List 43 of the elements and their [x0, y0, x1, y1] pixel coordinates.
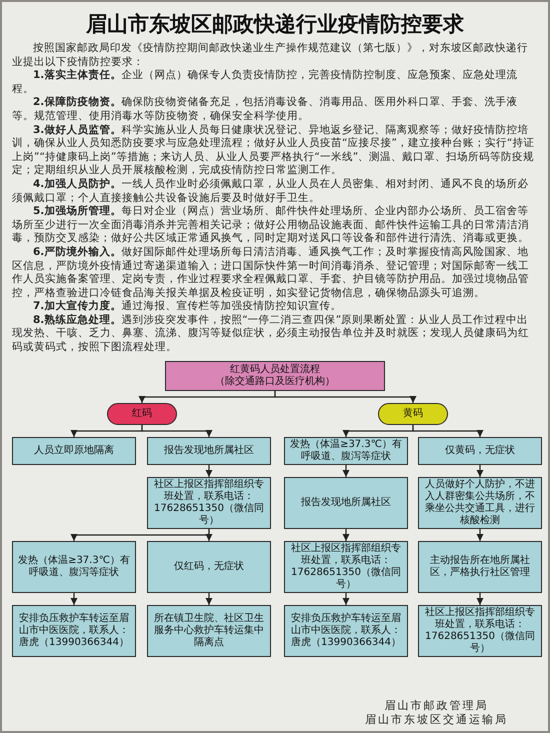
paragraph: 4.加强人员防护。一线人员作业时必须佩戴口罩，从业人员在人员密集、相对封闭、通风不良的场所必须佩戴口罩；个人直接接触公共设备设施后要及时做好手卫生。	[12, 178, 530, 205]
arrow	[476, 528, 484, 541]
arrow	[412, 424, 484, 437]
process-box: 人员立即原地隔离	[12, 436, 136, 465]
paragraph: 5.加强场所管理。每日对企业（网点）营业场所、邮件快件处理场所、企业内部办公场所、员工宿舍等场所至少进行一次全面消毒消杀并完善相关记录；做好公用物品设施表面、邮件快件运输工具的日常清洁消毒，预防交叉感染；做好公共区域正常通风换气，同时定期对送风口等设备和部件进行清洗、消毒或更换。	[12, 205, 530, 246]
process-box: 发热（体温≥37.3℃）有呼吸道、腹泻等症状	[12, 540, 136, 593]
process-box: 报告发现地所属社区	[284, 476, 408, 529]
poster-title: 眉山市东坡区邮政快递行业疫情防控要求	[84, 10, 465, 38]
process-box: 报告发现地所属社区	[147, 436, 271, 465]
arrow	[342, 592, 350, 605]
arrow	[476, 464, 484, 477]
process-box: 安排负压救护车转运至眉山市中医医院，联系人：唐虎（13990366344）	[284, 604, 408, 657]
arrow	[342, 464, 350, 477]
paragraph: 1.落实主体责任。企业（网点）确保专人负责疫情防控，完善疫情防控制度、应急预案、应急处理流程。	[12, 69, 518, 96]
paragraph: 按照国家邮政局印发《疫情防控期间邮政快递业生产操作规范建议（第七版）》，对东坡区邮政快递行业提出以下疫情防控要求：	[12, 42, 529, 68]
paragraph: 6.严防境外输入。做好国际邮件处理场所每日清洁消毒、通风换气工作；及时掌握疫情高风险国家、地区信息，严防境外疫情通过寄递渠道输入；进口国际快件第一时间消毒消杀、登记管理；对国际邮寄一线工作人员实施备案管理、定岗专责，作业过程要求全程佩戴口罩、手套、护目镜等防护用品。加强过境物品管控，严格查验进口冷链食品海关报关单据及检疫证明，如实登记货物信息，确保物品源头可追溯。	[12, 246, 530, 300]
process-box: 社区上报区指挥部组织专班处置，联系电话：17628651350（微信同号）	[284, 540, 408, 593]
process-box: 发热（体温≥37.3℃）有呼吸道、腹泻等症状	[284, 436, 408, 465]
issuer-name: 眉山市东坡区交通运输局	[365, 713, 508, 727]
process-box: 社区上报区指挥部组织专班处置，联系电话：17628651350（微信同号）	[147, 476, 271, 529]
issuer-name: 眉山市邮政管理局	[384, 699, 490, 713]
arrow	[476, 592, 484, 605]
paragraph: 7.加大宣传力度。通过海报、宣传栏等加强疫情防控知识宣传。	[32, 300, 342, 314]
process-box: 所在镇卫生院、社区卫生服务中心救护车转运集中隔离点	[147, 604, 271, 657]
process-box: 社区上报区指挥部组织专班处置，联系电话：17628651350（微信同号）	[418, 604, 542, 657]
paragraph: 8.熟练应急处理。遇到涉疫突发事件，按照“一停二消三查四保”原则果断处置：从业人员工作过程中出现发热、干咳、乏力、鼻塞、流涕、腹泻等疑似症状，必须主动报告单位并及时就医；发现人员健康码为红码或黄码式，按照下图流程处理。	[12, 314, 530, 355]
box-text: （除交通路口及医疗机构）	[215, 376, 335, 388]
process-box: 安排负压救护车转运至眉山市中医医院，联系人：唐虎（13990366344）	[12, 604, 136, 657]
process-box: 仅红码，无症状	[147, 540, 271, 593]
process-box: 主动报告所在地所属社区，严格执行社区管理	[418, 540, 542, 593]
process-box: 仅黄码，无症状	[418, 436, 542, 465]
arrow	[205, 528, 213, 541]
arrow	[70, 592, 78, 605]
arrow	[205, 464, 213, 477]
process-box: 人员做好个人防护，不进入人群密集公共场所，不乘坐公共交通工具，进行核酸检测	[418, 476, 542, 529]
arrow	[205, 592, 213, 605]
box-text: 红黄码人员处置流程	[230, 364, 320, 376]
arrow	[274, 390, 417, 403]
paragraph: 2.保障防疫物资。确保防疫物资储备充足，包括消毒设备、消毒用品、医用外科口罩、手套、洗手液等。规范管理、使用消毒水等防疫物资，确保安全科学使用。	[12, 96, 518, 124]
title-box	[165, 360, 385, 391]
arrow	[141, 424, 213, 437]
paragraph: 3.做好人员监管。科学实施从业人员每日健康状况登记、异地返乡登记、隔离观察等；做好疫情防控培训，确保从业人员知悉防疫要求与应急处理流程；做好从业人员疫苗“应接尽接”，建立接种台账；实行“持证上岗”“持健康码上岗”等措施；来访人员、从业人员要严格执行“一米线”、测温、戴口罩、扫场所码等防疫规定；定期组织从业人员开展核酸检测，完成疫情防控日常监测工作。	[12, 124, 536, 178]
arrow	[342, 528, 350, 541]
